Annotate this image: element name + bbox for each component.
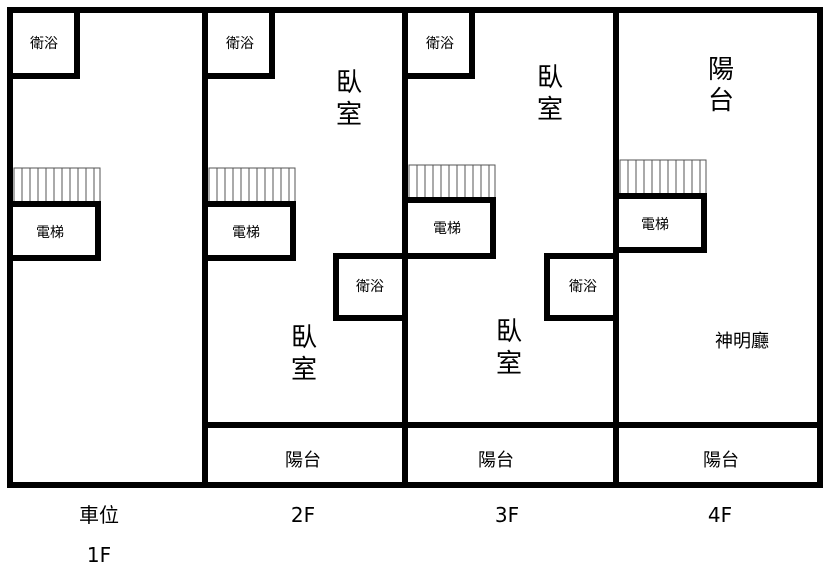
room-2f-bath-mid bbox=[333, 253, 408, 321]
label-2f-bedroom-bottom-1: 臥 bbox=[291, 323, 317, 353]
label-2f-bedroom-top-1: 臥 bbox=[336, 68, 362, 98]
caption-2f: 2F bbox=[291, 503, 315, 527]
label-3f-bath-mid: 衛浴 bbox=[569, 279, 597, 295]
label-2f-bedroom-bottom-2: 室 bbox=[291, 355, 317, 385]
stairs-2f bbox=[208, 167, 296, 204]
floor-4f: 陽 台 電梯 神明廳 陽台 bbox=[613, 55, 769, 471]
label-3f-bedroom-bottom-1: 臥 bbox=[496, 317, 522, 347]
label-2f-bath-top: 衛浴 bbox=[226, 36, 254, 52]
room-1f-bath bbox=[7, 7, 80, 79]
room-4f-elevator bbox=[613, 193, 707, 253]
floor-1f: 衛浴 電梯 bbox=[7, 7, 101, 261]
label-1f-elevator: 電梯 bbox=[36, 225, 64, 241]
label-1f-bath: 衛浴 bbox=[30, 36, 58, 52]
stairs-1f bbox=[13, 167, 101, 204]
label-4f-balcony: 陽台 bbox=[703, 450, 739, 471]
room-3f-bath-top bbox=[402, 7, 475, 79]
room-2f-elevator bbox=[202, 201, 296, 261]
label-4f-shrine-hall: 神明廳 bbox=[715, 331, 769, 352]
label-2f-bath-mid: 衛浴 bbox=[356, 279, 384, 295]
label-2f-balcony: 陽台 bbox=[285, 450, 321, 471]
stairs-4f bbox=[619, 159, 707, 196]
label-4f-balcony-top-2: 台 bbox=[708, 86, 734, 116]
caption-4f: 4F bbox=[708, 503, 732, 527]
floor-2f: 衛浴 臥 室 電梯 衛浴 臥 室 陽台 bbox=[202, 7, 408, 471]
label-3f-bath-top: 衛浴 bbox=[426, 36, 454, 52]
label-3f-elevator: 電梯 bbox=[433, 221, 461, 237]
label-3f-bedroom-bottom-2: 室 bbox=[496, 349, 522, 379]
label-3f-bedroom-top-2: 室 bbox=[537, 95, 563, 125]
room-3f-elevator bbox=[402, 197, 496, 259]
caption-1f-parking: 車位 bbox=[79, 503, 119, 527]
floor-3f: 衛浴 臥 室 電梯 衛浴 臥 室 陽台 bbox=[402, 7, 619, 471]
label-3f-balcony: 陽台 bbox=[478, 450, 514, 471]
room-1f-elevator bbox=[7, 201, 101, 261]
label-2f-elevator: 電梯 bbox=[232, 225, 260, 241]
room-3f-bath-mid bbox=[544, 253, 619, 321]
caption-3f: 3F bbox=[495, 503, 519, 527]
label-4f-balcony-top-1: 陽 bbox=[708, 55, 734, 85]
caption-1f: 1F bbox=[87, 543, 111, 567]
label-2f-bedroom-top-2: 室 bbox=[336, 100, 362, 130]
label-3f-bedroom-top-1: 臥 bbox=[537, 63, 563, 93]
room-2f-bath-top bbox=[202, 7, 275, 79]
stairs-3f bbox=[408, 164, 496, 201]
label-4f-elevator: 電梯 bbox=[641, 217, 669, 233]
